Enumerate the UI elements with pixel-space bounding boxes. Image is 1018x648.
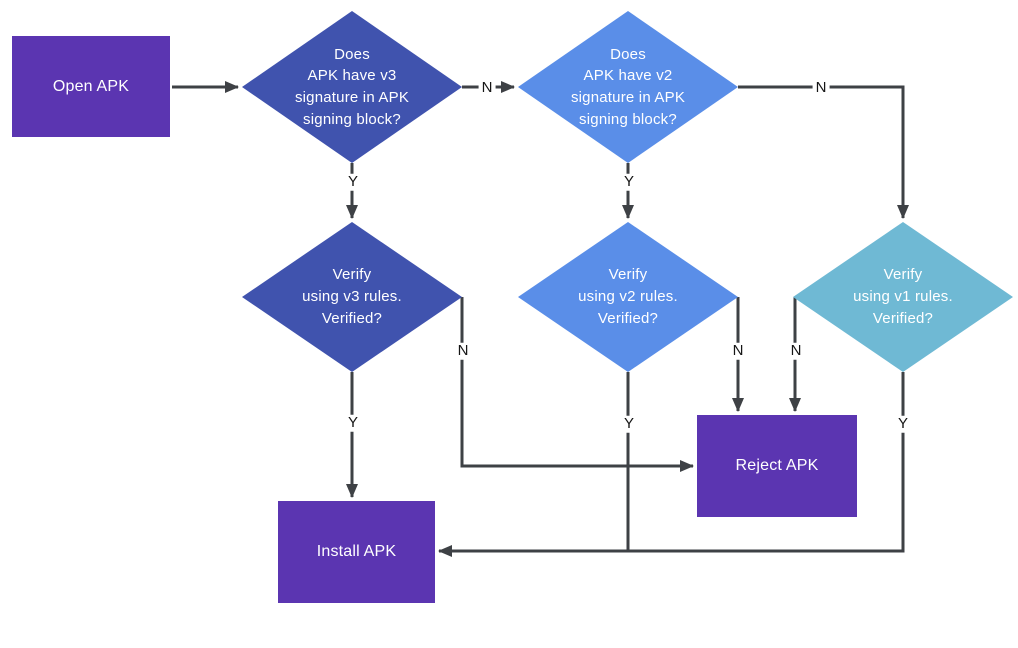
edge-label-verify-v3-yes: Y <box>344 414 362 432</box>
edge-decision-v2-to-verify-v1 <box>738 85 909 219</box>
node-open-apk-label: Open APK <box>52 77 130 95</box>
node-decision-v2-label: Does APK have v2 signature in APK signin… <box>570 45 686 128</box>
edge-label-verify-v3-no: N <box>454 342 472 360</box>
edge-label-verify-v2-yes: Y <box>620 415 638 433</box>
node-reject-apk: Reject APK <box>697 415 857 517</box>
edge-label-verify-v1-yes: Y <box>894 415 912 433</box>
node-install-apk-label: Install APK <box>316 543 397 561</box>
node-open-apk: Open APK <box>12 36 170 137</box>
edge-label-verify-v1-no: N <box>787 342 805 360</box>
edge-label-decision-v3-yes: Y <box>344 173 362 191</box>
node-verify-v2-label: Verify using v2 rules. Verified? <box>578 266 678 327</box>
node-decision-v3-label: Does APK have v3 signature in APK signin… <box>294 45 410 128</box>
edge-label-verify-v2-no: N <box>729 342 747 360</box>
node-verify-v1-label: Verify using v1 rules. Verified? <box>853 266 953 327</box>
node-verify-v3-label: Verify using v3 rules. Verified? <box>302 266 402 327</box>
edge-label-decision-v2-yes: Y <box>620 173 638 191</box>
edge-label-decision-v3-no: N <box>478 79 496 97</box>
node-install-apk: Install APK <box>278 501 435 603</box>
node-reject-apk-label: Reject APK <box>735 457 819 475</box>
edge-label-decision-v2-no: N <box>812 79 830 97</box>
